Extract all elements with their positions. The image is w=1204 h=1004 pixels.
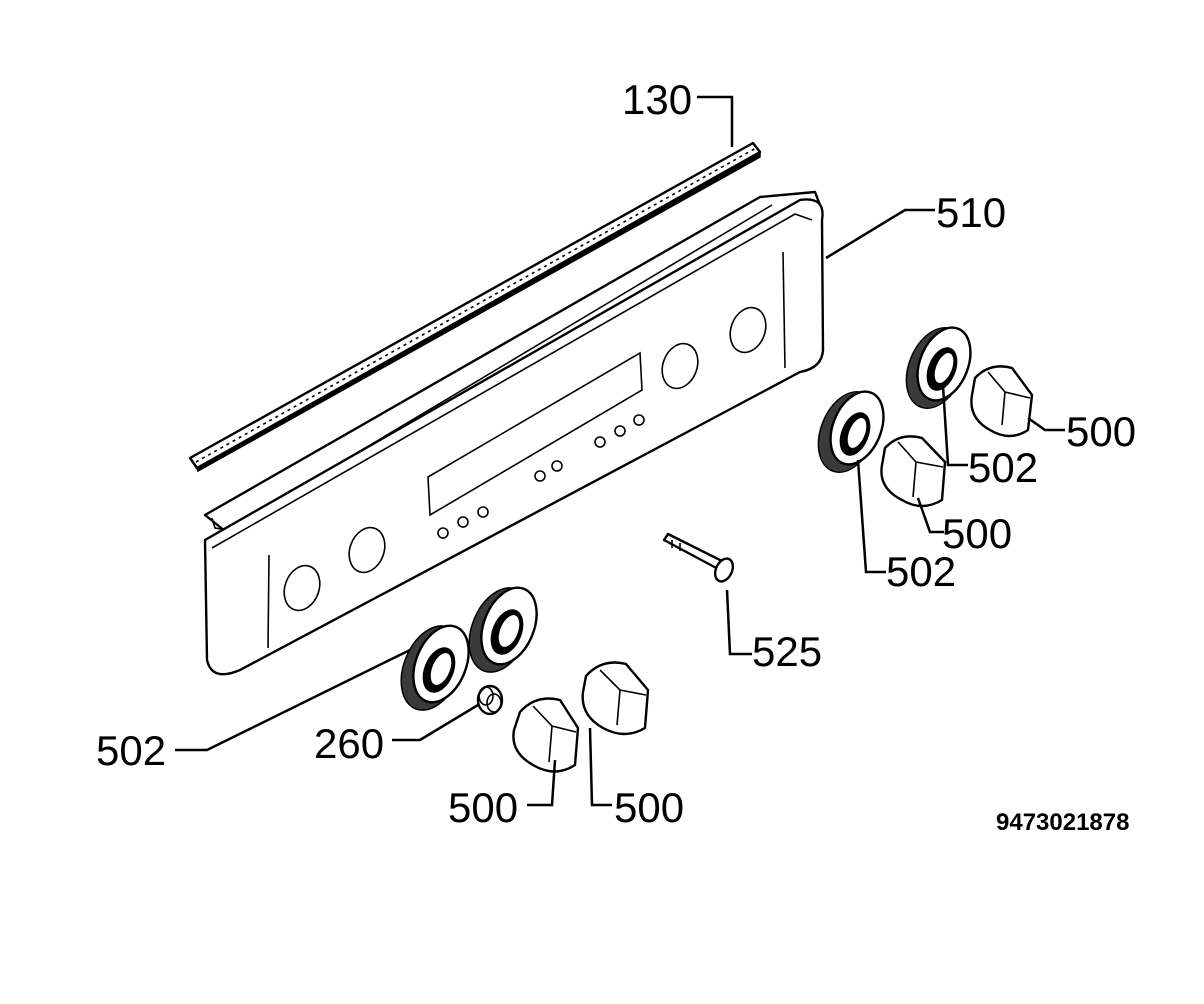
bezel-ring-right-top [905,326,972,409]
label-bezel-right-top-502: 502 [968,444,1038,491]
bezel-ring-left-a [400,624,470,711]
spring-part [476,684,504,716]
label-spring-260: 260 [314,720,384,767]
sealing-strip-part [188,141,762,473]
control-panel-part [203,190,825,676]
bezel-ring-left-b [468,586,538,673]
label-panel-510: 510 [936,189,1006,236]
control-knob-right-bottom [880,435,947,508]
label-knob-left-a-500: 500 [448,784,518,831]
control-knob-left-b [581,661,650,736]
label-bezel-right-bottom-502: 502 [886,548,956,595]
bezel-ring-right-bottom [817,390,885,473]
label-pin-525: 525 [752,628,822,675]
label-knob-left-b-500: 500 [614,784,684,831]
label-strip-130: 130 [622,76,692,123]
pin-part [662,532,735,583]
leader-lines [175,95,1065,807]
control-knob-left-a [512,697,580,773]
document-id: 9473021878 [996,809,1129,836]
label-knob-right-top-500: 500 [1066,408,1136,455]
label-bezel-left-502: 502 [96,727,166,774]
control-knob-right-top [970,365,1034,438]
label-knob-right-bottom-500: 500 [942,510,1012,557]
